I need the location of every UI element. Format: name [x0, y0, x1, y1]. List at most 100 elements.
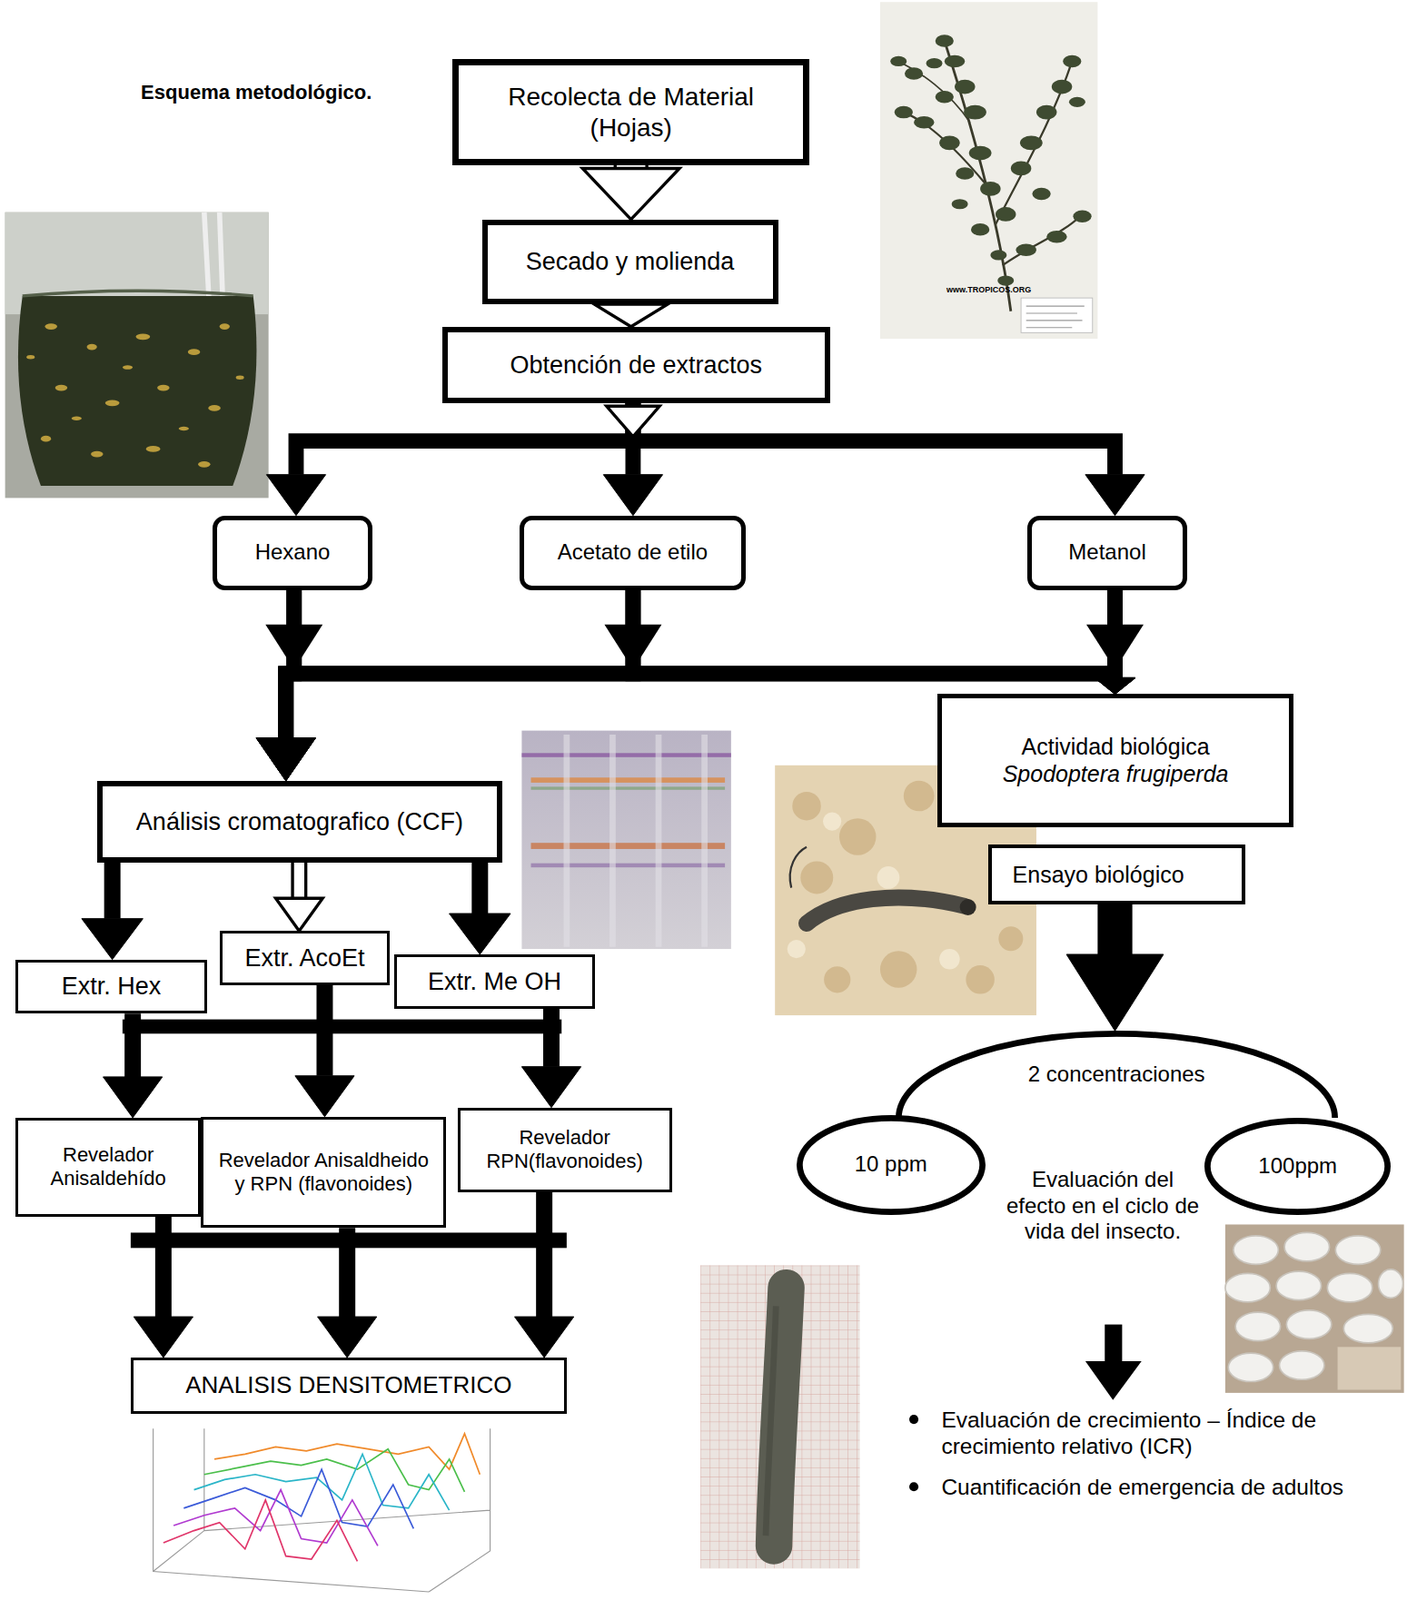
arrowhead	[317, 1317, 377, 1358]
arrowhead	[256, 738, 316, 782]
arrowhead	[594, 304, 668, 327]
larva-grid-photo	[700, 1265, 860, 1569]
flow-arrow	[633, 590, 1136, 695]
flow-arrow	[294, 590, 1136, 695]
arrow-shaft	[294, 590, 1116, 679]
ellipse-outline	[1208, 1120, 1388, 1212]
flow-arrow	[515, 1192, 575, 1358]
node-text: 100ppm	[1258, 1153, 1338, 1180]
arrow-shaft	[104, 862, 121, 920]
arrowhead	[1094, 677, 1136, 694]
flow-arrow	[1066, 904, 1164, 1031]
arrowhead	[515, 1317, 575, 1358]
node-text: Revelador Anisaldheido y RPN (flavonoide…	[212, 1149, 435, 1198]
node-text: Revelador RPN(flavonoides)	[469, 1126, 661, 1175]
assay-box: Actividad biológicaSpodoptera frugiperda	[937, 693, 1294, 827]
bullet-text: Evaluación de crecimiento – Índice de cr…	[941, 1407, 1380, 1461]
process-box: Obtención de extractos	[442, 326, 831, 404]
node-text: Extr. AcoEt	[245, 943, 366, 973]
merge-arrowhead	[265, 624, 323, 670]
extract-box: Extr. Me OH	[394, 954, 595, 1010]
solvent-box: Hexano	[212, 515, 373, 591]
flow-arrow	[295, 985, 355, 1118]
flow-arrow	[633, 403, 1145, 516]
maceration-photo	[5, 212, 269, 499]
assay-box: Ensayo biológico	[988, 844, 1246, 905]
flow-arrow	[266, 403, 634, 516]
arrowhead	[603, 475, 663, 516]
arrow-shaft	[471, 862, 488, 914]
bullet-text: Cuantificación de emergencia de adultos	[941, 1474, 1380, 1501]
arrow-shaft	[155, 1217, 172, 1318]
analysis-box: Análisis cromatografico (CCF)	[97, 781, 503, 863]
arrowhead	[1066, 954, 1164, 1031]
process-box: Secado y molienda	[482, 219, 779, 305]
merge-arrowhead	[604, 624, 662, 670]
down-arrow	[1104, 1325, 1122, 1365]
concentration-arc: 2 concentraciones	[895, 1030, 1338, 1119]
arrow-shaft	[633, 590, 1116, 679]
flow-arrow	[594, 304, 668, 327]
diagram-title: Esquema metodológico.	[140, 80, 468, 105]
arrow-shaft	[633, 403, 1116, 476]
concentration-ellipse: 10 ppm	[796, 1115, 986, 1216]
arrowhead	[1085, 475, 1145, 516]
reagent-box: Revelador RPN(flavonoides)	[457, 1108, 673, 1193]
arrowhead	[133, 1317, 193, 1358]
rearing-cups-photo	[1225, 1224, 1405, 1393]
arrowhead	[449, 913, 511, 955]
ellipse-outline	[799, 1118, 982, 1212]
arrowhead	[1094, 677, 1136, 694]
node-text: Recolecta de Material (Hojas)	[467, 81, 794, 143]
reagent-box: Revelador Anisaldehído	[15, 1118, 202, 1218]
solvent-box: Metanol	[1027, 515, 1188, 591]
arrow-shaft	[290, 862, 308, 899]
node-text: Obtención de extractos	[509, 350, 763, 380]
herbarium-photo	[880, 1, 1098, 339]
node-text: Revelador Anisaldehído	[27, 1143, 190, 1192]
arrowhead	[276, 898, 324, 932]
arrowhead	[81, 919, 143, 961]
flow-arrow	[603, 403, 663, 516]
solvent-box: Acetato de etilo	[519, 515, 745, 591]
arrowhead	[295, 1076, 355, 1118]
merge-arrowhead	[1086, 624, 1144, 670]
arrowhead	[521, 1067, 581, 1109]
bullet-dot	[909, 1415, 919, 1425]
arrowhead	[1094, 677, 1136, 694]
arrowhead	[256, 738, 316, 782]
arrow-shaft	[543, 1009, 560, 1068]
arrow-shaft	[1097, 904, 1132, 955]
flow-arrow	[276, 862, 324, 932]
arc-outline	[898, 1034, 1335, 1120]
flow-arrow	[449, 862, 511, 955]
arrow-shaft	[286, 590, 634, 739]
analysis-box: ANALISIS DENSITOMETRICO	[130, 1357, 567, 1415]
node-text: Acetato de etilo	[557, 539, 708, 566]
arrowhead	[266, 475, 326, 516]
arrowhead	[582, 168, 680, 219]
arrow-shaft-inner	[294, 862, 305, 899]
node-text: Análisis cromatografico (CCF)	[136, 807, 464, 837]
split-arrowhead	[606, 406, 660, 437]
node-text: Extr. Me OH	[427, 967, 562, 997]
branch-bar	[122, 1020, 562, 1035]
reagent-box: Revelador Anisaldheido y RPN (flavonoide…	[200, 1117, 446, 1229]
node-text: Spodoptera frugiperda	[1002, 760, 1229, 788]
node-text: Hexano	[255, 539, 331, 566]
down-arrowhead	[1085, 1361, 1142, 1401]
extract-box: Extr. Hex	[15, 960, 208, 1015]
node-text: Metanol	[1068, 539, 1146, 566]
concentration-ellipse: 100ppm	[1204, 1118, 1391, 1216]
arrow-shaft	[296, 403, 634, 476]
tlc-plate-photo	[521, 731, 731, 950]
extract-box: Extr. AcoEt	[219, 931, 391, 986]
arrowhead	[256, 738, 316, 782]
watermark-text: www.TROPICOS.ORG	[883, 285, 1093, 296]
node-text: Actividad biológica	[1021, 733, 1210, 761]
flow-arrow	[582, 165, 680, 220]
node-text: Extr. Hex	[61, 971, 162, 1001]
node-text: 10 ppm	[854, 1151, 928, 1179]
node-text: Ensayo biológico	[1012, 861, 1185, 889]
merge-bar	[130, 1232, 567, 1249]
